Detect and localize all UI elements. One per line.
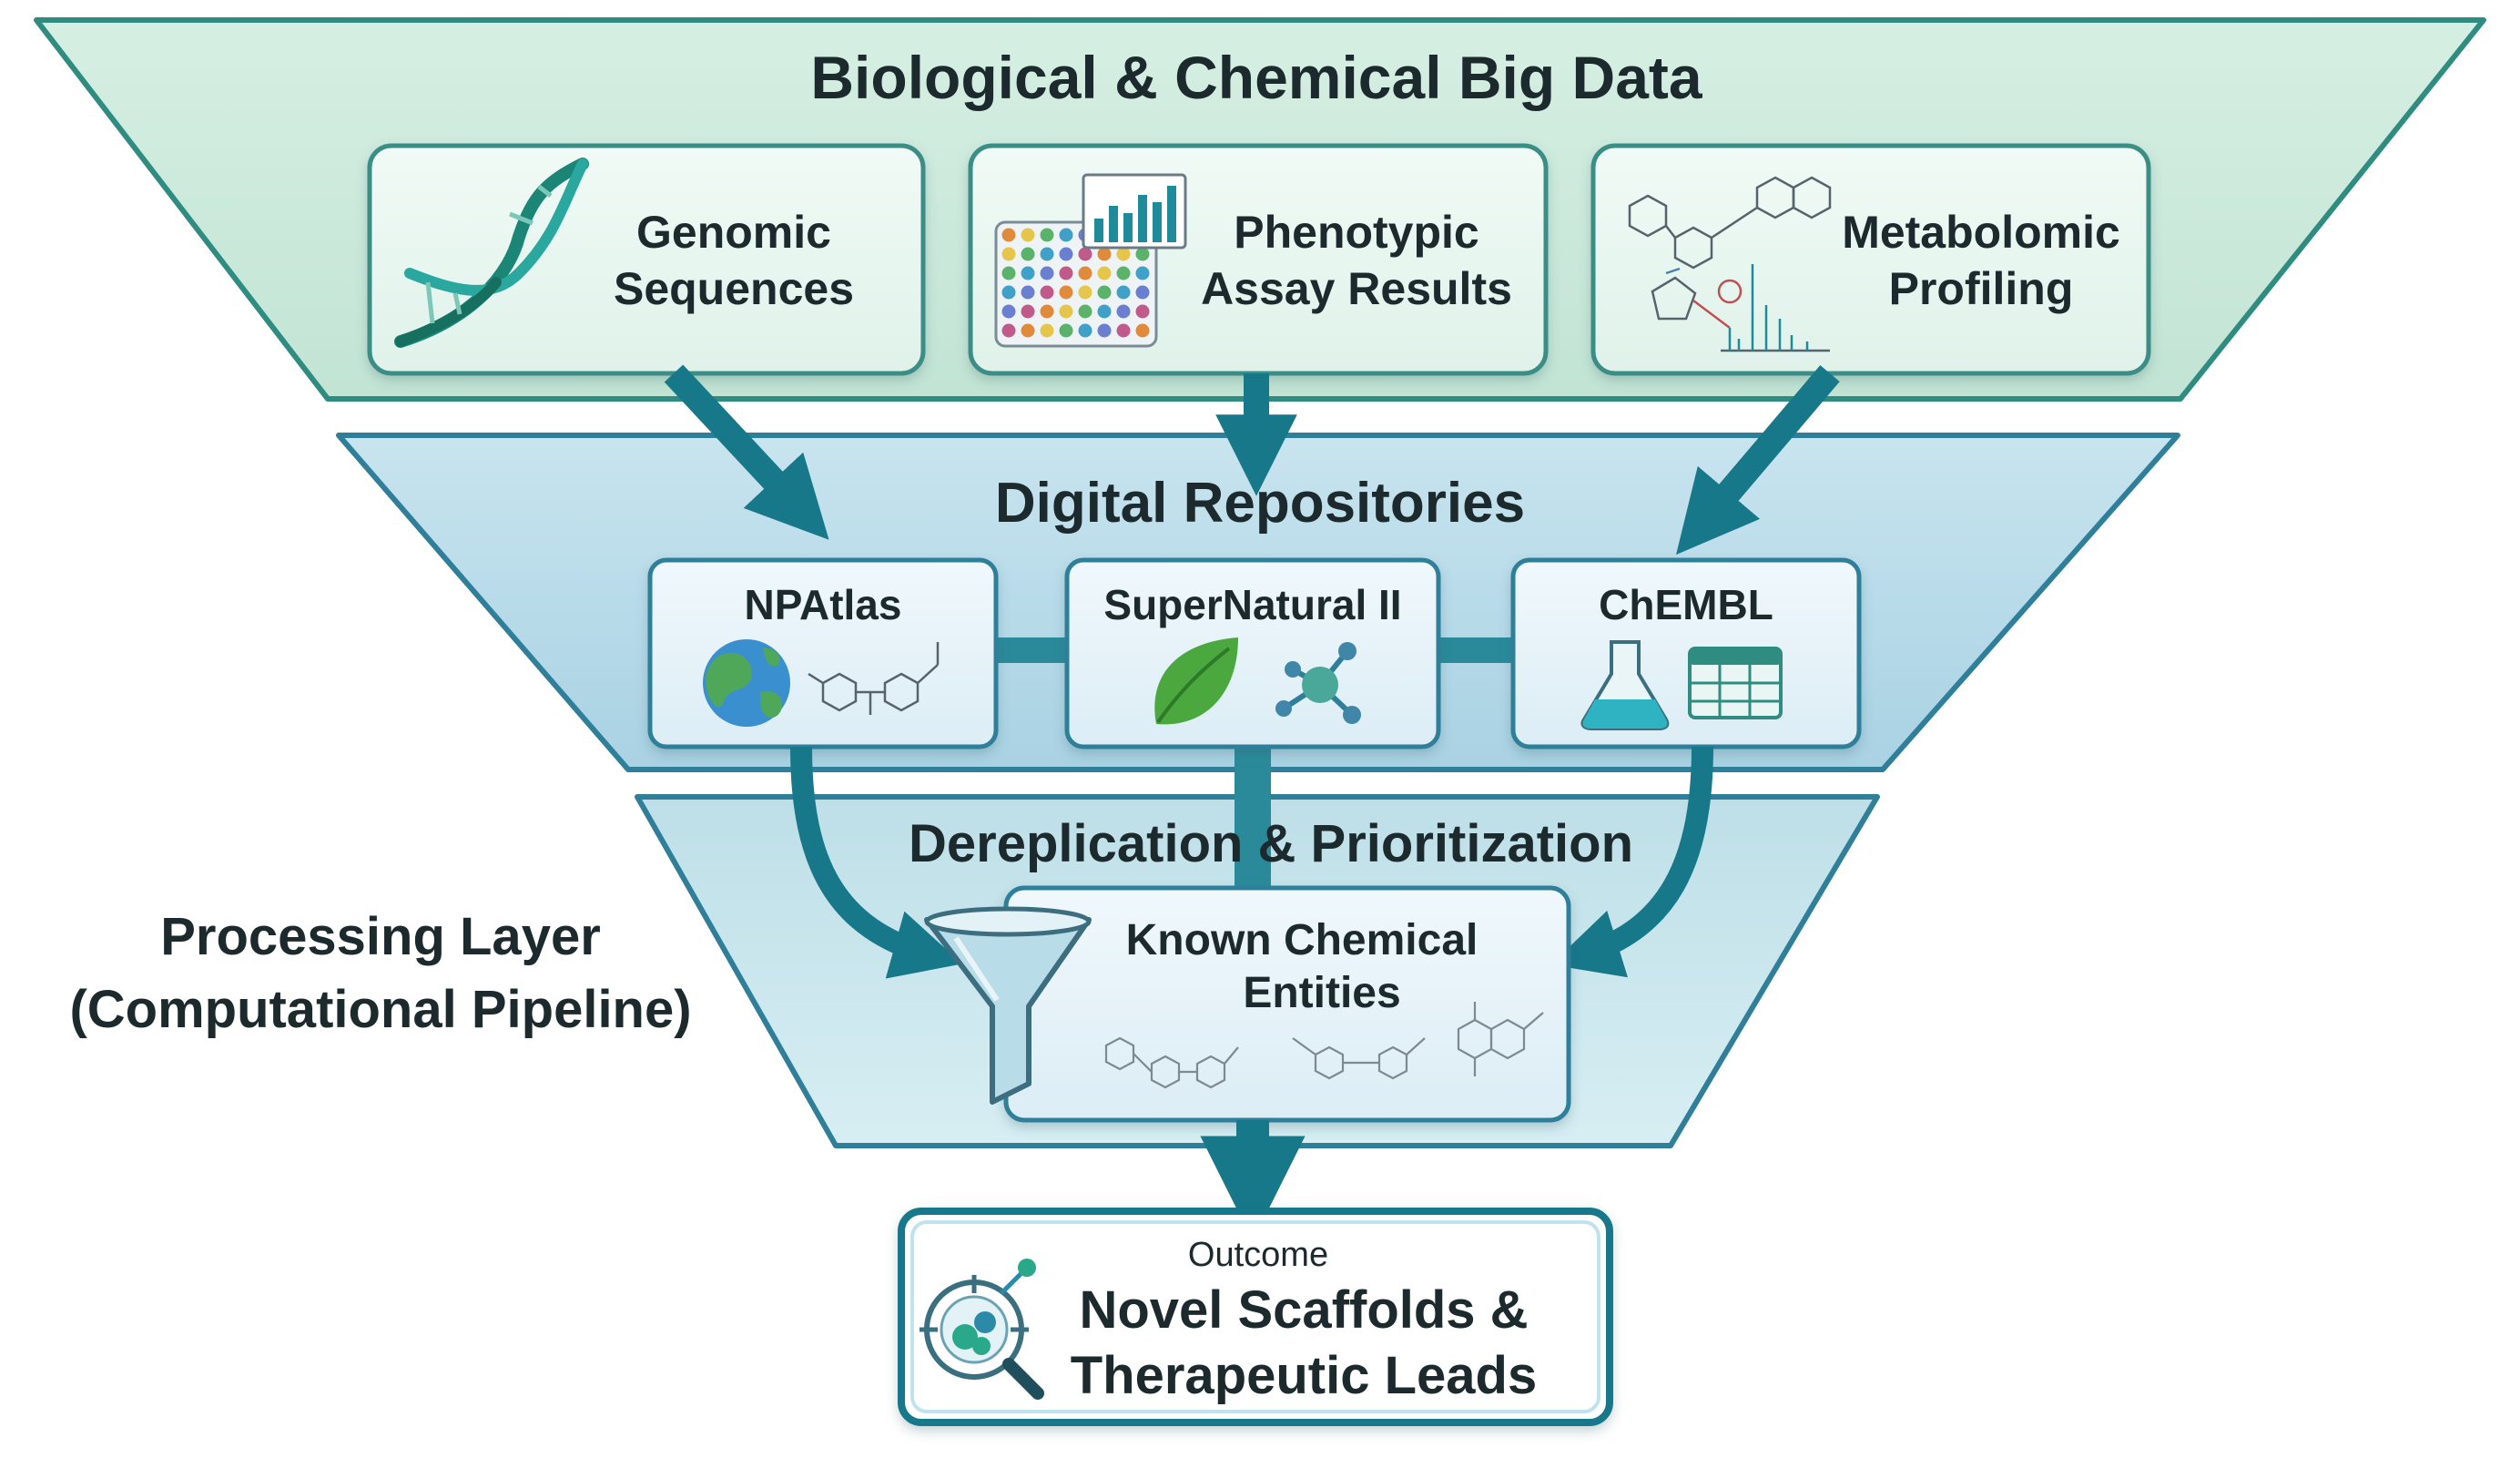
plate-well [1001, 228, 1016, 242]
plate-well [1059, 323, 1073, 338]
repo-box-npatlas: NPAtlas [647, 557, 999, 749]
plate-well [1059, 285, 1073, 300]
table-icon [1688, 647, 1783, 719]
repo-name: ChEMBL [1599, 581, 1773, 628]
known-entities-line1: Known Chemical [1126, 916, 1478, 964]
plate-well [1040, 228, 1054, 242]
plate-well [1116, 266, 1131, 280]
connector-bar-left [992, 637, 1067, 663]
plate-well [1078, 323, 1092, 338]
connector-stem-center [1235, 745, 1271, 891]
plate-well [1097, 247, 1112, 261]
plate-well [1059, 304, 1073, 319]
plate-well [1078, 266, 1092, 280]
source-label-line1: Phenotypic [1234, 207, 1478, 258]
source-label-line2: Sequences [614, 263, 854, 314]
molecule-spectrum-icon [1628, 176, 1832, 352]
molecule-icon [808, 642, 940, 715]
plate-well [1135, 285, 1150, 300]
source-label-line1: Genomic [636, 207, 831, 258]
arrow-metabolomic-to-chembl [1676, 364, 1840, 556]
leaf-icon [1154, 637, 1238, 725]
source-label-line1: Metabolomic [1842, 207, 2120, 258]
plate-well [1001, 247, 1016, 261]
top-layer-title: Biological & Chemical Big Data [810, 44, 1702, 111]
plate-well [1059, 247, 1073, 261]
plate-well [1059, 266, 1073, 280]
plate-well [1001, 304, 1016, 319]
mid-layer-title: Digital Repositories [995, 472, 1525, 535]
plate-well [1040, 323, 1054, 338]
plate-well [1040, 247, 1054, 261]
side-label-line1: Processing Layer [160, 907, 601, 966]
side-label-line2: (Computational Pipeline) [69, 980, 691, 1039]
outcome-caption: Outcome [1188, 1236, 1328, 1274]
repo-box-chembl: ChEMBL [1510, 557, 1862, 749]
plate-well [1040, 266, 1054, 280]
arrow-genomic-to-npatlas [664, 364, 829, 540]
repo-box-supernatural: SuperNatural II [1064, 557, 1441, 749]
dna-helix-icon [394, 158, 589, 348]
plate-well [1097, 304, 1112, 319]
plate-well [1078, 247, 1092, 261]
curved-arrow-right [1550, 746, 1713, 978]
plate-well [1021, 304, 1035, 319]
plate-well [1021, 228, 1035, 242]
source-label-line2: Assay Results [1201, 263, 1512, 314]
plate-well [1135, 266, 1150, 280]
plate-well [1001, 285, 1016, 300]
plate-well [1001, 266, 1016, 280]
outcome-box: Outcome Novel Scaffolds & Therapeutic Le… [898, 1208, 1613, 1426]
flask-icon [1580, 640, 1670, 730]
plate-well [1116, 304, 1131, 319]
known-entities-box: Known Chemical Entities [1003, 885, 1571, 1123]
plate-well [1078, 304, 1092, 319]
plate-well [1021, 323, 1035, 338]
plate-well [1078, 285, 1092, 300]
plate-well [1135, 247, 1150, 261]
outcome-line1: Novel Scaffolds & [1079, 1280, 1528, 1340]
outcome-line2: Therapeutic Leads [1071, 1346, 1537, 1405]
plate-well [1001, 323, 1016, 338]
source-box-metabolomic: Metabolomic Profiling [1590, 143, 2151, 376]
known-entities-line2: Entities [1243, 969, 1400, 1017]
curved-arrow-left [790, 746, 962, 979]
plate-well [1097, 285, 1112, 300]
plate-well [1097, 266, 1112, 280]
plate-well [1135, 323, 1150, 338]
plate-well [1021, 247, 1035, 261]
plate-well [1021, 285, 1035, 300]
plate-well [1135, 304, 1150, 319]
plate-well [1040, 304, 1054, 319]
plate-well [1040, 285, 1054, 300]
source-box-phenotypic: Phenotypic Assay Results [968, 143, 1549, 376]
funnel-icon [924, 906, 1092, 1105]
magnifier-target-icon [920, 1259, 1044, 1400]
plate-well [1116, 247, 1131, 261]
repo-name: NPAtlas [745, 581, 902, 628]
connector-bar-right [1438, 637, 1513, 663]
globe-icon [703, 639, 790, 727]
plate-well [1097, 323, 1112, 338]
assay-plate-icon [994, 173, 1187, 348]
repo-name: SuperNatural II [1103, 581, 1401, 628]
source-label-line2: Profiling [1889, 263, 2074, 314]
plate-well [1116, 285, 1131, 300]
plate-well [1021, 266, 1035, 280]
source-box-genomic: Genomic Sequences [367, 143, 926, 376]
plate-well [1116, 323, 1131, 338]
low-layer-title: Dereplication & Prioritization [909, 814, 1633, 873]
plate-well [1059, 228, 1073, 242]
network-icon [1275, 642, 1361, 724]
structure-sketches [1104, 1002, 1544, 1089]
